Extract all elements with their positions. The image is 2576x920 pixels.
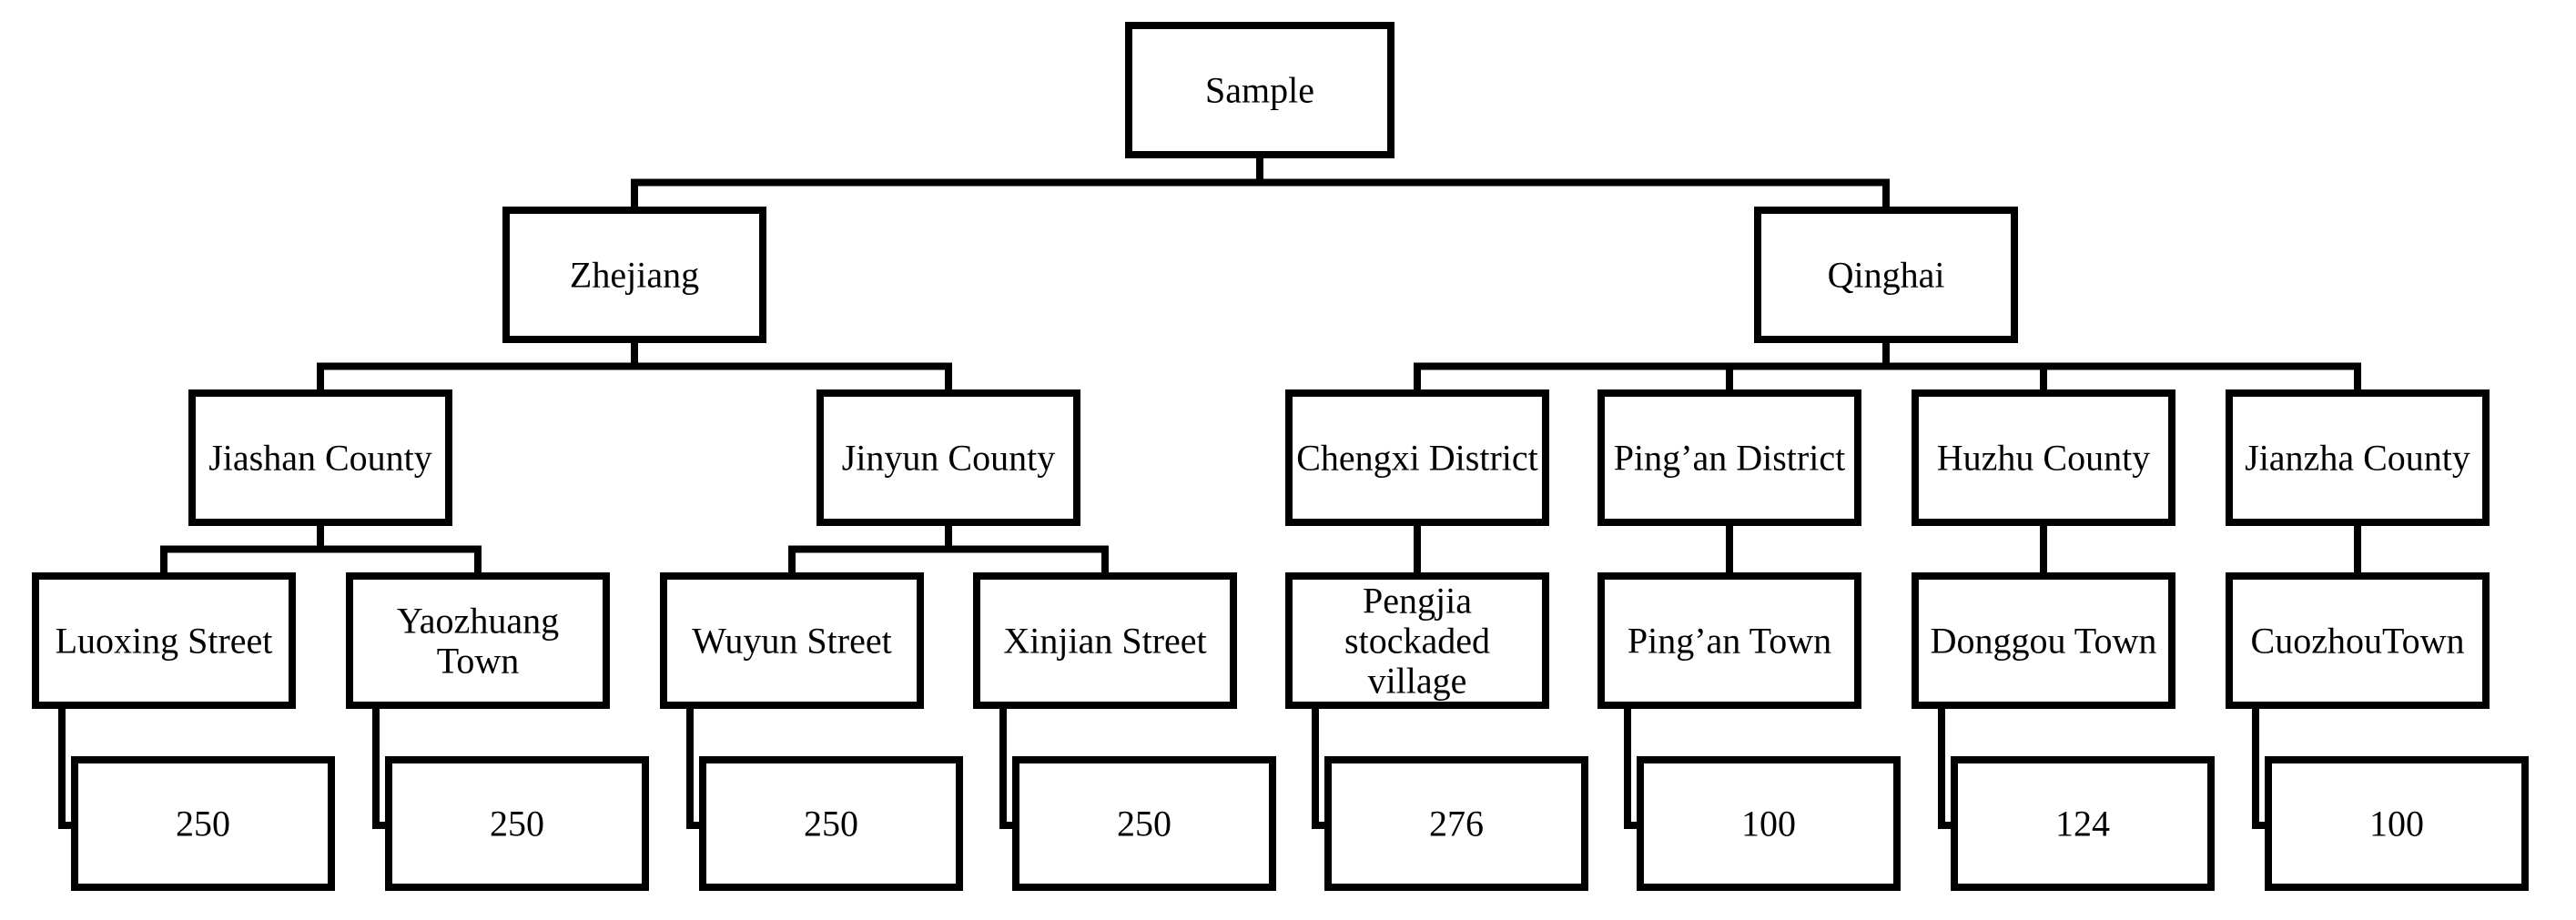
town-node: Ping’an Town xyxy=(1597,572,1861,709)
sample-size-node-label: 250 xyxy=(804,804,858,844)
town-node-box xyxy=(2226,572,2490,709)
sample-size-node-label: 100 xyxy=(2369,804,2424,844)
town-node-label: Donggou Town xyxy=(1931,621,2157,662)
county-node-box xyxy=(2226,389,2490,526)
sample-size-node-box xyxy=(2265,756,2529,891)
sample-size-node-box xyxy=(385,756,649,891)
elbow-connector-1-1-0 xyxy=(1624,702,1644,829)
root-node-sample-box xyxy=(1125,22,1394,158)
sample-size-node-label: 276 xyxy=(1429,804,1484,844)
sample-size-node: 100 xyxy=(1637,756,1901,891)
town-node: Xinjian Street xyxy=(973,572,1237,709)
county-node: Jinyun County xyxy=(816,389,1080,526)
province-node-qinghai-box xyxy=(1754,207,2018,343)
sample-size-node: 124 xyxy=(1951,756,2215,891)
province-node-qinghai-label: Qinghai xyxy=(1828,255,1945,296)
sample-size-node: 250 xyxy=(385,756,649,891)
county-node-label: Chengxi District xyxy=(1296,438,1538,479)
sample-size-node-box xyxy=(1012,756,1276,891)
county-node: Jianzha County xyxy=(2226,389,2490,526)
sample-size-node-box xyxy=(1951,756,2215,891)
town-node-box xyxy=(1912,572,2175,709)
town-node: Luoxing Street xyxy=(32,572,296,709)
town-node-box xyxy=(1285,572,1549,709)
town-node-box xyxy=(346,572,610,709)
town-node-label: Ping’an Town xyxy=(1628,621,1831,662)
town-node-box xyxy=(1597,572,1861,709)
town-node-label: stockaded xyxy=(1344,621,1490,662)
elbow-connector-1-2-0 xyxy=(1938,702,1958,829)
elbow-connector-1-3-0 xyxy=(2252,702,2272,829)
sample-size-node-label: 250 xyxy=(1117,804,1171,844)
town-node-label: Wuyun Street xyxy=(692,621,891,662)
sample-size-node: 250 xyxy=(1012,756,1276,891)
sample-size-node: 250 xyxy=(71,756,335,891)
county-node: Chengxi District xyxy=(1285,389,1549,526)
county-node-box xyxy=(1285,389,1549,526)
county-node-box xyxy=(188,389,452,526)
sample-size-node-label: 250 xyxy=(490,804,544,844)
root-node-sample: Sample xyxy=(1125,22,1394,158)
sample-size-node-box xyxy=(1637,756,1901,891)
town-node-box xyxy=(973,572,1237,709)
town-node-label: Xinjian Street xyxy=(1003,621,1206,662)
town-node: CuozhouTown xyxy=(2226,572,2490,709)
elbow-connector-1-0-0 xyxy=(1312,702,1332,829)
root-node-sample-label: Sample xyxy=(1205,70,1314,111)
town-node-label: Pengjia xyxy=(1363,581,1472,622)
sample-size-node-label: 250 xyxy=(176,804,230,844)
town-node-label: village xyxy=(1368,661,1467,702)
sample-size-node-label: 100 xyxy=(1741,804,1796,844)
county-node-label: Jiashan County xyxy=(208,438,432,479)
county-node-box xyxy=(816,389,1080,526)
county-node: Huzhu County xyxy=(1912,389,2175,526)
town-node-box xyxy=(32,572,296,709)
town-node-label: Town xyxy=(437,641,520,682)
town-node-label: Luoxing Street xyxy=(56,621,273,662)
elbow-connector-0-0-1 xyxy=(372,702,392,829)
county-node-box xyxy=(1597,389,1861,526)
county-node: Ping’an District xyxy=(1597,389,1861,526)
county-node-label: Huzhu County xyxy=(1937,438,2150,479)
sample-size-node-box xyxy=(1324,756,1588,891)
sample-size-node: 250 xyxy=(699,756,963,891)
town-node: Wuyun Street xyxy=(660,572,924,709)
sample-size-node-box xyxy=(699,756,963,891)
town-node-label: CuozhouTown xyxy=(2251,621,2465,662)
connector-lines xyxy=(58,151,2361,829)
county-node-box xyxy=(1912,389,2175,526)
province-node-zhejiang-box xyxy=(502,207,766,343)
town-node-box xyxy=(660,572,924,709)
sample-size-node-box xyxy=(71,756,335,891)
town-node: Donggou Town xyxy=(1912,572,2175,709)
county-node-label: Ping’an District xyxy=(1614,438,1845,479)
elbow-connector-0-0-0 xyxy=(58,702,78,829)
elbow-connector-0-1-0 xyxy=(686,702,706,829)
province-node-zhejiang: Zhejiang xyxy=(502,207,766,343)
province-node-zhejiang-label: Zhejiang xyxy=(570,255,699,296)
sample-size-node: 276 xyxy=(1324,756,1588,891)
elbow-connector-0-1-1 xyxy=(999,702,1019,829)
sample-size-node: 100 xyxy=(2265,756,2529,891)
province-node-qinghai: Qinghai xyxy=(1754,207,2018,343)
county-node-label: Jianzha County xyxy=(2245,438,2470,479)
county-node: Jiashan County xyxy=(188,389,452,526)
sample-size-node-label: 124 xyxy=(2055,804,2110,844)
county-node-label: Jinyun County xyxy=(842,438,1055,479)
town-node-label: Yaozhuang xyxy=(397,601,559,642)
